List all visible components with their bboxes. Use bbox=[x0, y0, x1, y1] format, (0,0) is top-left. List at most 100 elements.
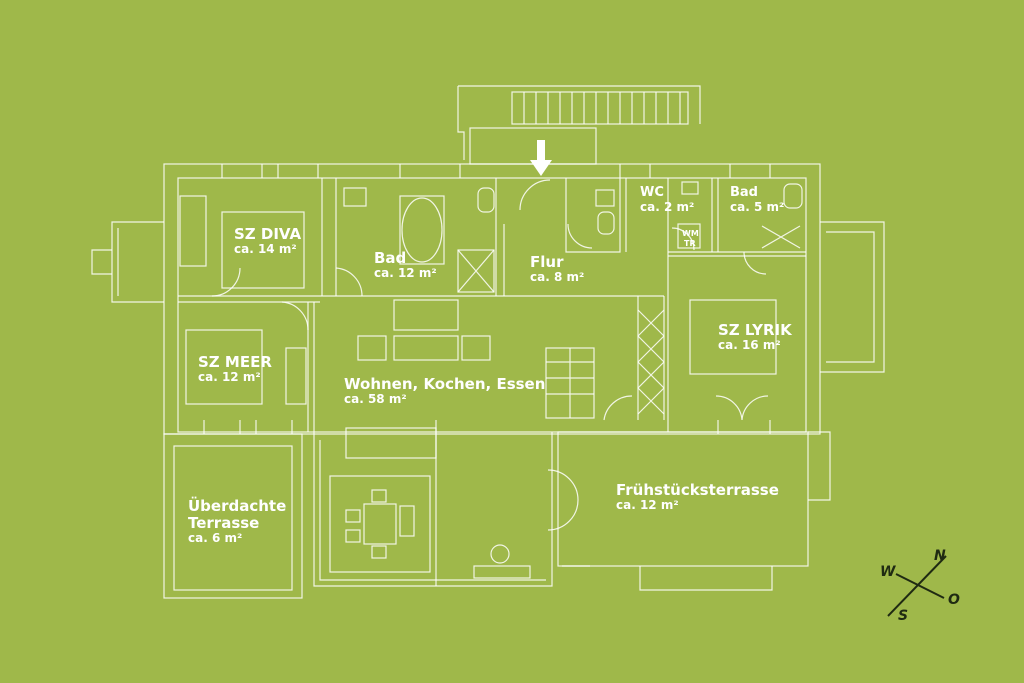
door-meer bbox=[281, 301, 309, 331]
wall-bad-flur bbox=[495, 178, 505, 296]
armchair-left bbox=[357, 335, 387, 361]
dining-table bbox=[363, 503, 397, 545]
shower-bad5 bbox=[761, 225, 801, 249]
wardrobe-diva bbox=[179, 195, 207, 267]
room-name: SZ DIVA bbox=[234, 225, 302, 243]
room-label-wohnen: Wohnen, Kochen, Essen ca. 58 m² bbox=[344, 376, 545, 406]
room-name: Bad bbox=[374, 249, 407, 267]
wall-lyrik-top bbox=[668, 251, 806, 257]
dining-rug bbox=[329, 475, 431, 573]
room-name-line-1: Überdachte bbox=[188, 497, 287, 515]
room-area: ca. 2 m² bbox=[640, 199, 695, 214]
lower-area-inner bbox=[319, 440, 546, 581]
wall-wc-right bbox=[625, 178, 669, 432]
toilet-bad5 bbox=[783, 183, 803, 209]
room-label-sz-meer: SZ MEER ca. 12 m² bbox=[198, 354, 272, 384]
shower-cross bbox=[457, 249, 495, 293]
compass-rose-icon: N O W S bbox=[880, 548, 960, 624]
bed-diva bbox=[221, 211, 305, 289]
room-name-line-2: Terrasse bbox=[188, 513, 260, 532]
room-label-ueberdachte-terrasse: Überdachte Terrasse ca. 6 m² bbox=[188, 498, 286, 545]
washer bbox=[677, 223, 701, 249]
wardrobe-meer bbox=[285, 347, 307, 405]
chair-top bbox=[371, 489, 387, 503]
toilet-wc-block bbox=[597, 211, 615, 235]
bed-lyrik bbox=[689, 299, 777, 375]
room-name: Flur bbox=[530, 253, 564, 271]
room-label-bad-5: Bad ca. 5 m² bbox=[730, 185, 784, 214]
breakfast-terrace-steps bbox=[562, 565, 773, 591]
lower-area bbox=[313, 432, 553, 587]
entrance-arrow-icon bbox=[530, 140, 552, 176]
room-area: ca. 12 m² bbox=[374, 265, 437, 280]
room-area: ca. 6 m² bbox=[188, 530, 243, 545]
bathtub bbox=[401, 197, 443, 263]
covered-terrace bbox=[163, 433, 303, 599]
step-lines bbox=[523, 92, 681, 124]
bathtub-frame bbox=[399, 195, 445, 265]
chair-right bbox=[399, 505, 415, 537]
door-entry bbox=[519, 179, 551, 211]
door-wc bbox=[671, 227, 695, 251]
fixture-tr: TR bbox=[684, 239, 696, 248]
room-name: SZ LYRIK bbox=[718, 321, 792, 339]
wall-meer-right bbox=[307, 302, 315, 432]
shower-bad bbox=[457, 249, 495, 293]
room-label-wc: WC ca. 2 m² bbox=[640, 185, 695, 214]
room-name: Frühstücksterrasse bbox=[616, 481, 779, 499]
entrance-outline bbox=[457, 85, 701, 160]
door-kitchen bbox=[603, 395, 633, 421]
room-label-flur: Flur ca. 8 m² bbox=[530, 254, 584, 284]
room-area: ca. 14 m² bbox=[234, 241, 297, 256]
toilet-bad bbox=[477, 187, 495, 213]
chair-left-2 bbox=[345, 529, 361, 543]
breakfast-terrace-side bbox=[808, 431, 831, 501]
room-area: ca. 16 m² bbox=[718, 337, 781, 352]
left-annex bbox=[111, 221, 164, 303]
chair-bottom bbox=[371, 545, 387, 559]
wall-bad5-left bbox=[711, 178, 719, 252]
bed-meer bbox=[185, 329, 263, 405]
chair-left-1 bbox=[345, 509, 361, 523]
room-area: ca. 12 m² bbox=[616, 497, 679, 512]
coffee-table bbox=[393, 335, 459, 361]
sink-wc bbox=[681, 181, 699, 195]
compass-o: O bbox=[948, 592, 960, 608]
right-annex bbox=[820, 221, 885, 373]
outer-wall-inner bbox=[177, 177, 807, 433]
compass-n: N bbox=[934, 548, 946, 564]
compass-w: W bbox=[880, 564, 896, 580]
room-name: Bad bbox=[730, 185, 758, 200]
entrance-porch bbox=[469, 127, 597, 165]
fixture-wm: WM bbox=[682, 229, 699, 238]
covered-terrace-inner bbox=[173, 445, 293, 591]
room-label-sz-diva: SZ DIVA ca. 14 m² bbox=[234, 226, 301, 256]
wall-wc-block bbox=[565, 178, 621, 253]
room-area: ca. 58 m² bbox=[344, 391, 407, 406]
room-label-bad-12: Bad ca. 12 m² bbox=[374, 250, 437, 280]
right-annex-detail bbox=[826, 231, 875, 363]
door-lyrik bbox=[715, 395, 769, 421]
room-name: Wohnen, Kochen, Essen bbox=[344, 375, 546, 393]
column-hatch bbox=[637, 309, 665, 415]
sink-wc-block bbox=[595, 189, 615, 207]
kitchen-unit-lines bbox=[546, 348, 594, 418]
kitchen-column bbox=[637, 296, 665, 420]
breakfast-terrace bbox=[557, 431, 809, 567]
door-diva bbox=[211, 267, 241, 297]
room-name: WC bbox=[640, 185, 664, 200]
armchair-right bbox=[461, 335, 491, 361]
sofa bbox=[393, 299, 459, 331]
door-terrace bbox=[547, 469, 579, 531]
door-wc-block bbox=[567, 223, 593, 249]
lounger bbox=[473, 565, 531, 579]
door-bad bbox=[335, 267, 363, 297]
door-bad5 bbox=[743, 251, 767, 275]
windows-bottom bbox=[203, 420, 771, 434]
windows-top bbox=[221, 164, 771, 178]
room-area: ca. 8 m² bbox=[530, 269, 585, 284]
entrance-steps bbox=[511, 91, 689, 125]
room-label-fruehstueck: Frühstücksterrasse ca. 12 m² bbox=[616, 482, 779, 512]
